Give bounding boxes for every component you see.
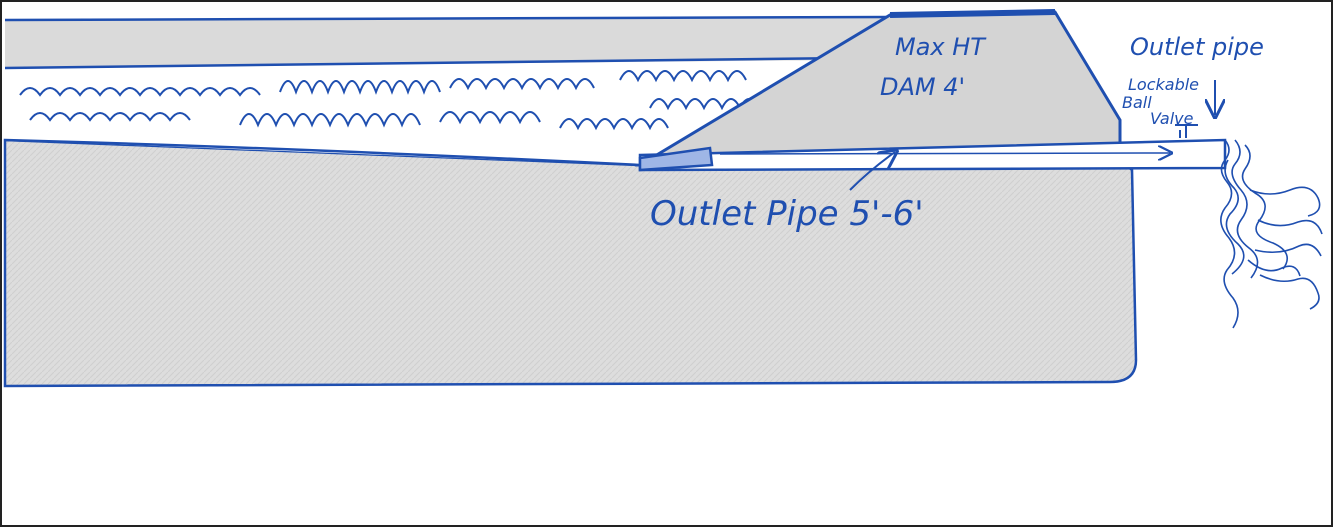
dam-height-label-line2: DAM 4' [880, 73, 965, 101]
valve-label-line1: Lockable [1128, 75, 1199, 94]
upper-bank [5, 18, 890, 68]
dam-height-label-line1: Max HT [895, 33, 987, 61]
outlet-pipe-length-label: Outlet Pipe 5'-6' [650, 194, 924, 234]
outlet-pipe-label: Outlet pipe [1130, 33, 1264, 61]
ground-body [5, 140, 1136, 386]
dam-crest [890, 12, 1055, 15]
valve-label-line3: Valve [1150, 109, 1194, 128]
valve-label-line2: Ball [1122, 93, 1152, 112]
